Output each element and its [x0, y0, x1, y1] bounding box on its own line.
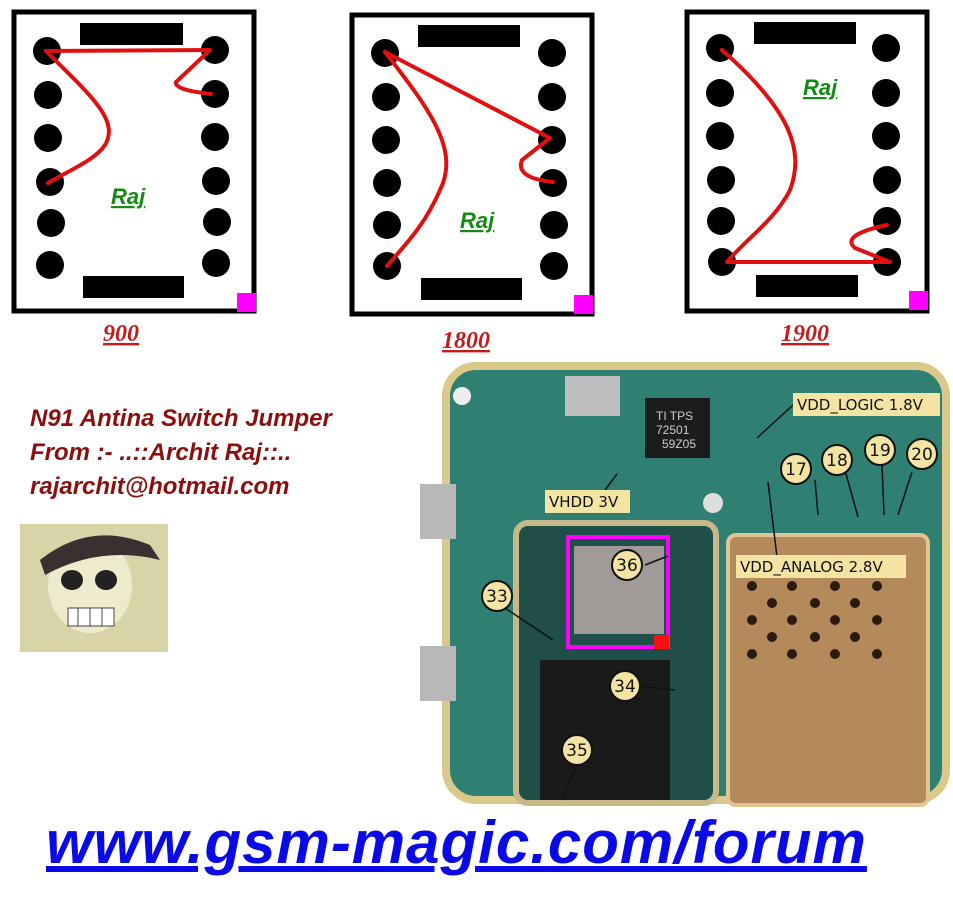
raj-mark: Raj: [803, 75, 838, 100]
pcb-photo: TI TPS 72501 59Z05 VDD_LOGIC 1.8V VHDD 3…: [420, 362, 950, 807]
switch-diagram-900: Raj 900: [11, 9, 257, 347]
point-label: 18: [826, 451, 848, 471]
point-label: 35: [566, 741, 588, 761]
jumper-wire: [383, 50, 555, 268]
switch-diagram-1800: Raj 1800: [349, 12, 595, 354]
forum-link[interactable]: www.gsm-magic.com/forum: [46, 809, 867, 876]
point-label: 36: [616, 556, 638, 576]
red-marker: [654, 635, 669, 649]
point-label: 20: [911, 445, 933, 465]
point-label: 17: [785, 460, 807, 480]
raj-mark: Raj: [460, 208, 495, 233]
band-label-900: 900: [103, 321, 139, 347]
point-label: 33: [486, 587, 508, 607]
raj-mark: Raj: [111, 184, 146, 209]
switch-diagram-1900: Raj 1900: [684, 9, 930, 347]
chip-text: TI TPS: [656, 409, 693, 423]
skull-picture: [20, 524, 168, 652]
marker-square: [237, 293, 256, 312]
author-text: From :- ..::Archit Raj::..: [30, 439, 292, 466]
title-text: N91 Antina Switch Jumper: [30, 405, 332, 432]
marker-square: [574, 295, 593, 314]
band-label-1800: 1800: [442, 328, 490, 354]
marker-square: [909, 291, 928, 310]
author-info: N91 Antina Switch Jumper From :- ..::Arc…: [30, 402, 332, 504]
regulator-chip: [645, 398, 710, 458]
email-text: rajarchit@hotmail.com: [30, 473, 290, 500]
point-label: 19: [869, 441, 891, 461]
callout-text: VDD_ANALOG 2.8V: [740, 558, 883, 577]
callout-vhdd: VHDD 3V: [545, 490, 630, 513]
callout-vdd-analog: VDD_ANALOG 2.8V: [736, 555, 906, 578]
callout-vdd-logic: VDD_LOGIC 1.8V: [793, 393, 940, 416]
callout-text: VDD_LOGIC 1.8V: [797, 396, 924, 415]
jumper-wire: [44, 48, 213, 185]
band-label-1900: 1900: [781, 321, 829, 347]
point-label: 34: [614, 677, 636, 697]
highlight-box: [566, 535, 670, 649]
jumper-wire: [720, 48, 892, 264]
chip-text: 72501: [656, 423, 690, 437]
callout-text: VHDD 3V: [549, 493, 619, 511]
chip-text: 59Z05: [662, 437, 696, 451]
